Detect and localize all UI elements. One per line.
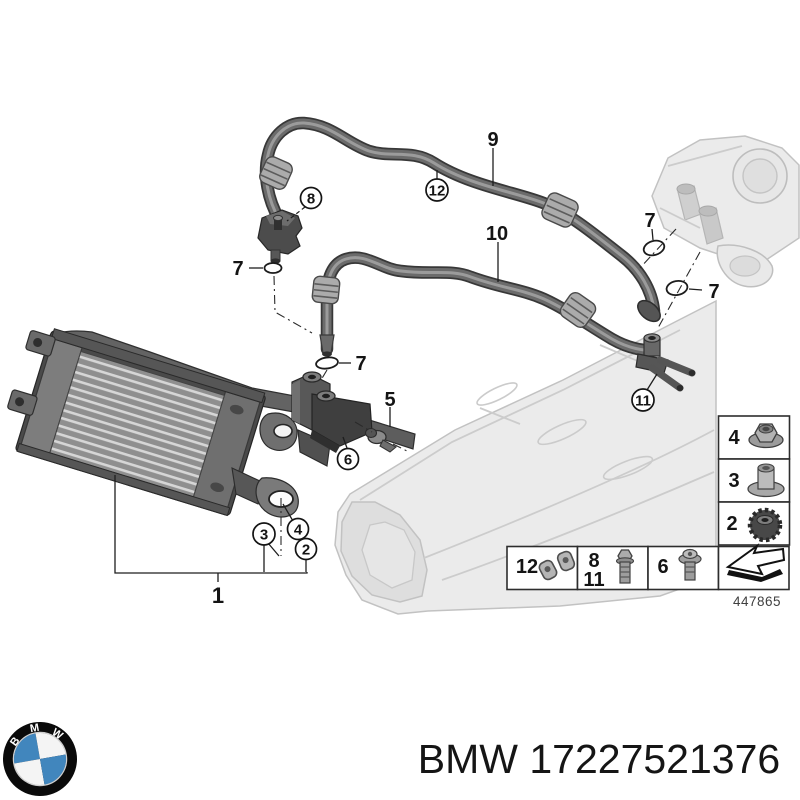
o-ring-7a (263, 262, 283, 274)
svg-text:9: 9 (487, 129, 498, 151)
svg-text:8: 8 (588, 550, 599, 572)
ghost-engine-component (651, 135, 800, 288)
svg-text:12: 12 (516, 556, 538, 578)
logo-quadrant-white (35, 733, 66, 759)
svg-text:10: 10 (486, 223, 508, 245)
callout-9[interactable]: 9 (487, 129, 498, 151)
svg-text:11: 11 (635, 392, 651, 409)
leader-lines (114, 148, 703, 582)
callout-5[interactable]: 5 (384, 389, 395, 411)
legend-box-6[interactable]: 6 (647, 545, 720, 591)
svg-text:6: 6 (344, 451, 352, 468)
oil-cooler-line-10 (319, 251, 651, 357)
washer-screw-icon (678, 548, 702, 581)
plastic-rivet-nut-icon (747, 463, 785, 498)
svg-text:7: 7 (232, 258, 243, 280)
o-ring-7c (642, 239, 666, 257)
corrugated-sleeve (559, 291, 597, 329)
svg-text:3: 3 (260, 526, 268, 543)
svg-text:2: 2 (726, 513, 737, 535)
legend-box-12[interactable]: 12 (506, 545, 579, 591)
engine-oil-cooler (7, 328, 266, 517)
legend-box-4[interactable]: 4 (717, 415, 791, 460)
oil-cooler-line-9 (259, 116, 661, 323)
cooler-mounting-tab (25, 330, 56, 357)
logo-letter-m: M (29, 722, 40, 735)
svg-text:7: 7 (644, 210, 655, 232)
svg-text:5: 5 (384, 389, 395, 411)
bmw-logo: B M W (3, 722, 77, 796)
corrugated-sleeve (541, 192, 579, 228)
callout-10[interactable]: 10 (486, 223, 508, 245)
svg-text:3: 3 (728, 470, 739, 492)
flange-nut-icon (748, 423, 784, 449)
callout-7d[interactable]: 7 (708, 281, 719, 303)
legend-box-8-11[interactable]: 8 11 (576, 545, 649, 592)
callout-7b[interactable]: 7 (355, 353, 366, 375)
callout-7a[interactable]: 7 (232, 258, 243, 280)
legend-box-2[interactable]: 2 (717, 501, 791, 546)
ghost-sill-rail (334, 299, 717, 615)
svg-text:8: 8 (307, 190, 315, 207)
pipe-connector-bracket (291, 371, 373, 453)
svg-text:4: 4 (294, 521, 303, 538)
callout-circle-3[interactable]: 3 (252, 522, 276, 546)
callout-1[interactable]: 1 (212, 583, 224, 608)
legend-box-arrow[interactable] (717, 543, 790, 591)
callout-circle-11[interactable]: 11 (631, 388, 655, 412)
serrated-grommet-nut-icon (747, 507, 783, 543)
svg-text:11: 11 (583, 569, 604, 591)
callout-circle-4[interactable]: 4 (286, 517, 310, 541)
drawing-number: 447865 (733, 594, 781, 609)
svg-text:7: 7 (708, 281, 719, 303)
direction-arrow-icon (725, 543, 786, 582)
corrugated-sleeve (259, 156, 293, 190)
bolt-part-5 (364, 427, 397, 453)
svg-text:2: 2 (302, 541, 310, 558)
callout-circle-8[interactable]: 8 (299, 186, 323, 210)
logo-quadrant-blue (40, 754, 66, 785)
callout-7c[interactable]: 7 (644, 210, 655, 232)
corrugated-sleeve (311, 275, 341, 305)
svg-text:6: 6 (657, 556, 668, 578)
o-ring-7b (315, 356, 339, 370)
hose-clamp-icon (538, 550, 576, 581)
svg-text:4: 4 (728, 427, 740, 449)
svg-text:7: 7 (355, 353, 366, 375)
callout-circle-6[interactable]: 6 (336, 447, 360, 471)
pipe-end-fitting-11 (635, 333, 696, 392)
cooler-mounting-tab (7, 389, 38, 416)
hex-bolt-icon (615, 549, 635, 584)
legend-box-3[interactable]: 3 (717, 458, 791, 503)
svg-text:1: 1 (212, 583, 224, 608)
part-number-text: BMW 17227521376 (418, 736, 780, 782)
svg-text:12: 12 (429, 182, 446, 199)
logo-quadrant-white (14, 759, 45, 785)
cooler-mount-hooks (231, 412, 331, 518)
o-ring-7d (665, 279, 689, 297)
hose-end-fitting-8 (257, 209, 303, 264)
callout-circle-2[interactable]: 2 (294, 537, 318, 561)
callout-circle-12[interactable]: 12 (425, 178, 449, 202)
logo-quadrant-blue (14, 733, 40, 764)
